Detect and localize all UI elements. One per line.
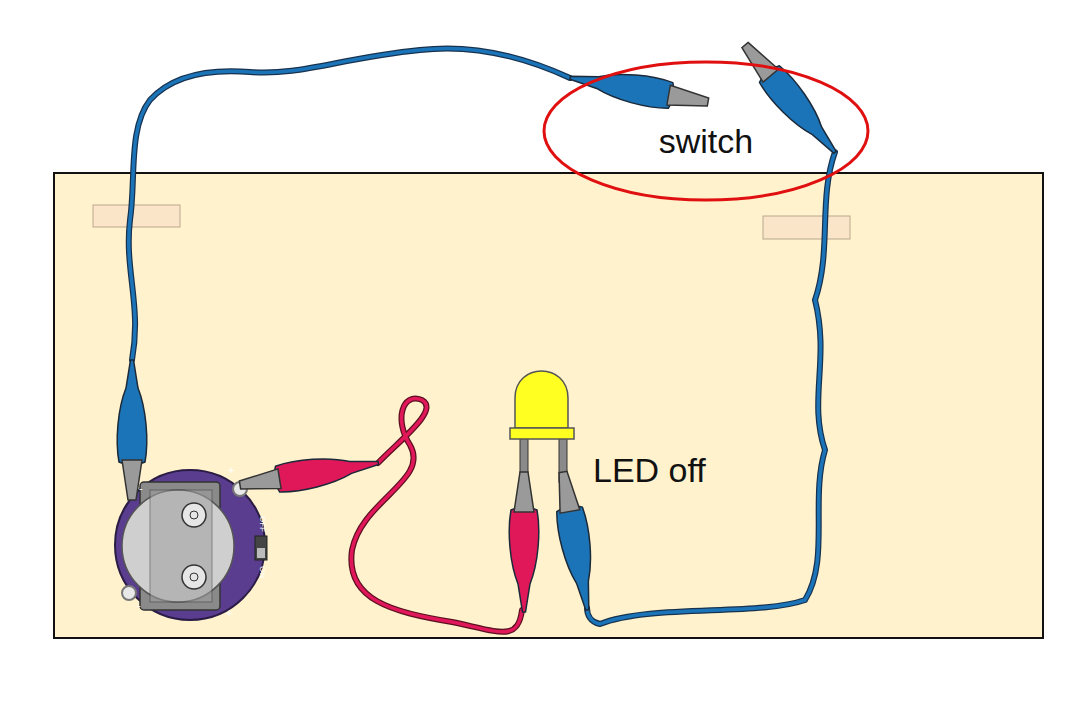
switch-mark: OFF — [258, 516, 266, 532]
switch-mark: ON — [258, 566, 266, 578]
alligator-clip — [117, 360, 147, 500]
led — [510, 371, 574, 482]
cardboard — [54, 173, 1043, 638]
switch-callout: switch — [541, 59, 871, 203]
tape — [93, 205, 180, 227]
tape — [763, 216, 850, 239]
alligator-clip — [238, 449, 381, 500]
led-state-label: LED off — [593, 453, 706, 487]
alligator-clip — [568, 63, 711, 116]
terminal-mark: + — [228, 465, 234, 476]
callout-text: switch — [659, 124, 753, 158]
alligator-clip — [548, 469, 601, 612]
terminal-mark: - — [137, 600, 141, 611]
terminal-mark: - — [139, 483, 143, 494]
terminal-mark: + — [226, 608, 232, 619]
alligator-clip — [509, 472, 539, 612]
